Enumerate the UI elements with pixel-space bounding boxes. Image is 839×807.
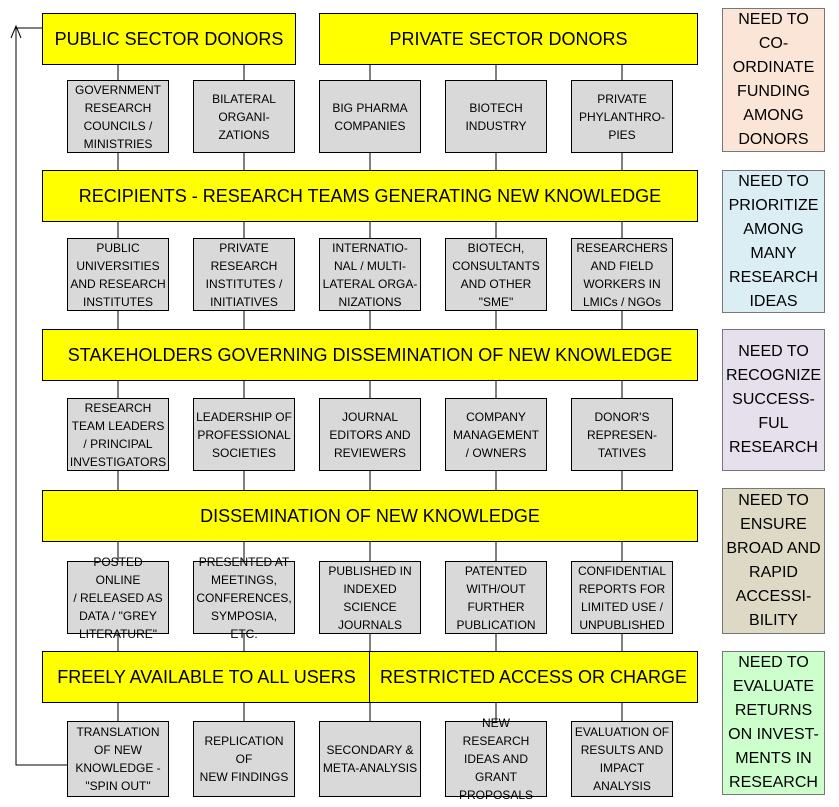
donor-item: BIOTECH INDUSTRY (445, 80, 547, 153)
use-item: NEW RESEARCH IDEAS AND GRANT PROPOSALS (445, 716, 547, 802)
stakeholder-item: RESEARCH TEAM LEADERS / PRINCIPAL INVEST… (67, 398, 169, 471)
need-recognize-success: NEED TO RECOGNIZE SUCCESS- FUL RESEARCH (722, 329, 825, 471)
public-sector-donors-header: PUBLIC SECTOR DONORS (42, 13, 296, 65)
dissemination-item: CONFIDENTIAL REPORTS FOR LIMITED USE / U… (571, 561, 673, 634)
recipient-item: INTERNATIO- NAL / MULTI- LATERAL ORGA- N… (319, 238, 421, 311)
use-item: SECONDARY & META-ANALYSIS (319, 721, 421, 797)
private-sector-donors-header: PRIVATE SECTOR DONORS (319, 13, 698, 65)
stakeholder-item: LEADERSHIP OF PROFESSIONAL SOCIETIES (193, 398, 295, 471)
donor-item: GOVERNMENT RESEARCH COUNCILS / MINISTRIE… (67, 80, 169, 153)
donor-item: PRIVATE PHYLANTHRO- PIES (571, 80, 673, 153)
stakeholder-item: JOURNAL EDITORS AND REVIEWERS (319, 398, 421, 471)
donor-item: BILATERAL ORGANI- ZATIONS (193, 80, 295, 153)
feedback-loop-arrowhead (10, 24, 22, 39)
need-ensure-accessibility: NEED TO ENSURE BROAD AND RAPID ACCESSI- … (722, 488, 825, 634)
need-coordinate-funding: NEED TO CO- ORDINATE FUNDING AMONG DONOR… (722, 8, 825, 152)
recipient-item: PUBLIC UNIVERSITIES AND RESEARCH INSTITU… (67, 238, 169, 311)
restricted-access-header: RESTRICTED ACCESS OR CHARGE (369, 651, 698, 703)
recipient-item: BIOTECH, CONSULTANTS AND OTHER "SME" (445, 238, 547, 311)
recipient-item: RESEARCHERS AND FIELD WORKERS IN LMICs /… (571, 238, 673, 311)
dissemination-item: PATENTED WITH/OUT FURTHER PUBLICATION (445, 561, 547, 634)
dissemination-header: DISSEMINATION OF NEW KNOWLEDGE (42, 490, 698, 542)
need-prioritize-ideas: NEED TO PRIORITIZE AMONG MANY RESEARCH I… (722, 170, 825, 313)
recipients-header: RECIPIENTS - RESEARCH TEAMS GENERATING N… (42, 170, 698, 222)
use-item: REPLICATION OF NEW FINDINGS (193, 721, 295, 797)
use-item: TRANSLATION OF NEW KNOWLEDGE - "SPIN OUT… (67, 721, 169, 797)
dissemination-item: PUBLISHED IN INDEXED SCIENCE JOURNALS (319, 561, 421, 634)
dissemination-item: PRESENTED AT MEETINGS, CONFERENCES, SYMP… (193, 555, 295, 641)
use-item: EVALUATION OF RESULTS AND IMPACT ANALYSI… (571, 721, 673, 797)
stakeholder-item: DONOR'S REPRESEN- TATIVES (571, 398, 673, 471)
dissemination-item: POSTED ONLINE / RELEASED AS DATA / "GREY… (67, 555, 169, 641)
stakeholders-header: STAKEHOLDERS GOVERNING DISSEMINATION OF … (42, 329, 698, 381)
need-evaluate-returns: NEED TO EVALUATE RETURNS ON INVEST- MENT… (722, 651, 825, 795)
donor-item: BIG PHARMA COMPANIES (319, 80, 421, 153)
freely-available-header: FREELY AVAILABLE TO ALL USERS (42, 651, 371, 703)
feedback-loop-arrow (15, 27, 67, 766)
stakeholder-item: COMPANY MANAGEMENT / OWNERS (445, 398, 547, 471)
recipient-item: PRIVATE RESEARCH INSTITUTES / INITIATIVE… (193, 238, 295, 311)
